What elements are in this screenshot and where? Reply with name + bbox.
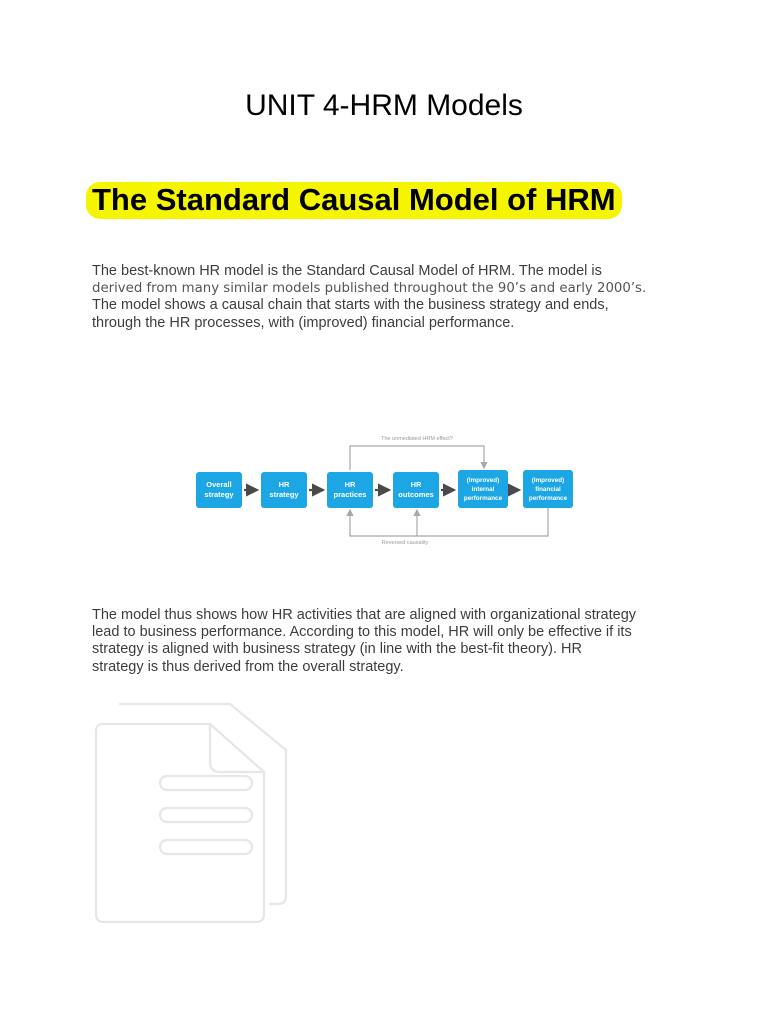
box-overall-strategy: Overall strategy xyxy=(196,472,242,508)
section-heading: The Standard Causal Model of HRM xyxy=(86,180,652,219)
box-label-line: outcomes xyxy=(398,490,433,499)
intro-line-2: derived from many similar models publish… xyxy=(92,281,647,297)
box-improved-financial-performance: (Improved) financial performance xyxy=(523,470,573,508)
box-label-line: (Improved) xyxy=(467,477,500,484)
box-label-line: strategy xyxy=(204,490,234,499)
box-label-line: Overall xyxy=(206,480,231,489)
box-hr-strategy: HR strategy xyxy=(261,472,307,508)
box-label-line: strategy xyxy=(269,490,299,499)
explanation-line-1: The model thus shows how HR activities t… xyxy=(92,607,637,623)
explanation-line-4: strategy is thus derived from the overal… xyxy=(92,658,404,675)
intro-line-1: The best-known HR model is the Standard … xyxy=(92,263,602,279)
unmediated-effect-loop xyxy=(349,445,488,470)
explanation-paragraph: The model thus shows how HR activities t… xyxy=(92,607,692,676)
reversed-causality-loop xyxy=(346,508,549,537)
explanation-line-2: lead to business performance. According … xyxy=(92,624,632,641)
intro-paragraph: The best-known HR model is the Standard … xyxy=(92,263,692,332)
box-label-line: performance xyxy=(464,495,503,502)
box-label-line: HR xyxy=(345,480,356,489)
intro-line-4: through the HR processes, with (improved… xyxy=(92,314,515,331)
explanation-line-3: strategy is aligned with business strate… xyxy=(92,641,582,658)
box-label-line: HR xyxy=(411,480,422,489)
section-heading-text: The Standard Causal Model of HRM xyxy=(86,182,622,219)
box-label-line: performance xyxy=(529,495,568,502)
reversed-causality-label: Reversed causality xyxy=(382,540,429,546)
box-hr-outcomes: HR outcomes xyxy=(393,472,439,508)
box-label-line: practices xyxy=(334,490,367,499)
box-label-line: internal xyxy=(472,486,495,493)
unmediated-effect-label: The unmediated HRM effect? xyxy=(381,436,453,442)
box-label-line: HR xyxy=(279,480,290,489)
box-improved-internal-performance: (Improved) internal performance xyxy=(458,470,508,508)
intro-line-3: The model shows a causal chain that star… xyxy=(92,297,609,314)
causal-model-diagram: The unmediated HRM effect? Reversed caus… xyxy=(196,436,573,546)
page-title: UNIT 4-HRM Models xyxy=(245,89,523,122)
box-label-line: (Improved) xyxy=(532,477,565,484)
box-hr-practices: HR practices xyxy=(327,472,373,508)
documents-icon xyxy=(94,702,288,924)
box-label-line: financial xyxy=(535,486,561,493)
